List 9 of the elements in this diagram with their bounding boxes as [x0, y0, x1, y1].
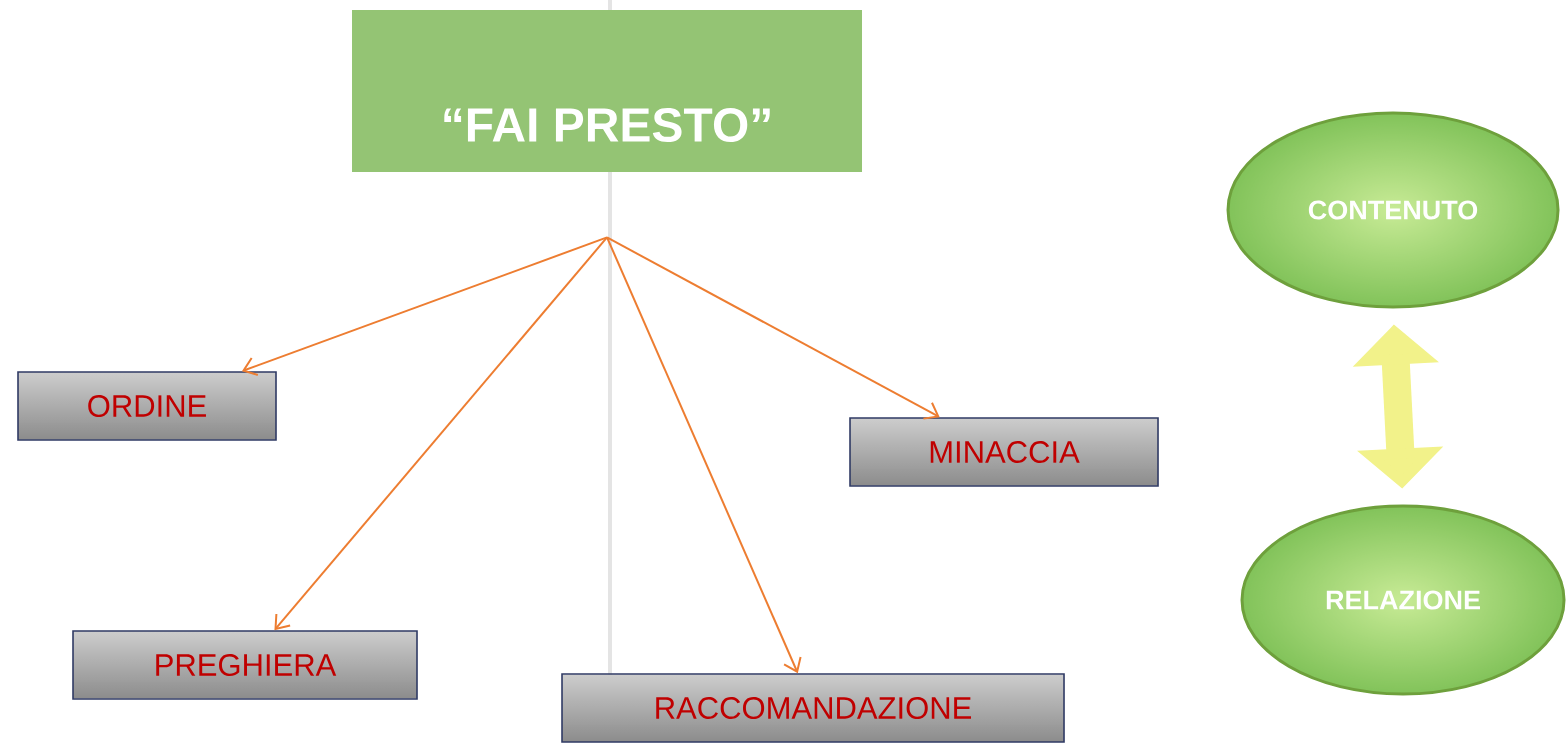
label-box: PREGHIERA	[72, 630, 418, 700]
arrow	[241, 236, 608, 376]
arrow	[606, 236, 940, 420]
title-box: “FAI PRESTO”	[352, 10, 862, 172]
arrow	[606, 236, 802, 674]
arrow	[274, 236, 608, 631]
label-box: MINACCIA	[849, 417, 1159, 487]
label-box: ORDINE	[17, 371, 277, 441]
label-box: RACCOMANDAZIONE	[561, 673, 1065, 743]
